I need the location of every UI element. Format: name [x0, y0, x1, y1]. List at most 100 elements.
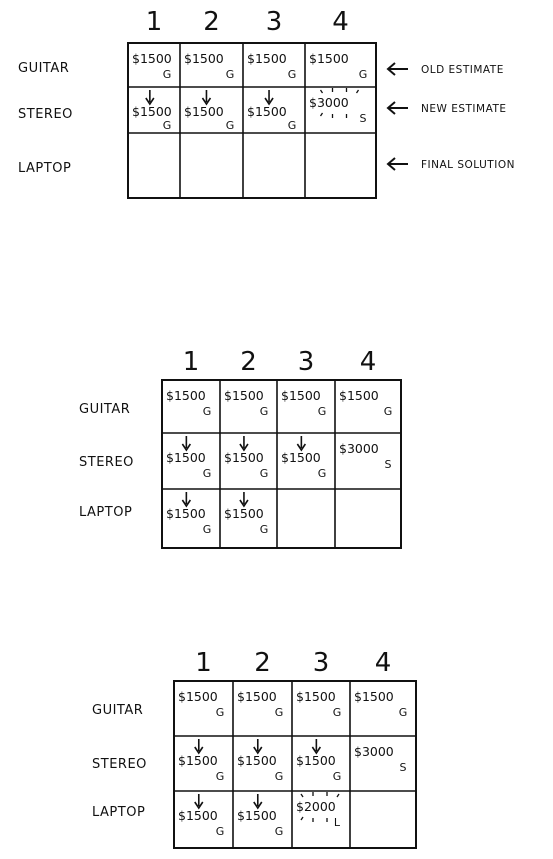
down-arrow-head-icon	[181, 499, 192, 508]
cell-value: $3000	[354, 744, 394, 759]
annotation-label: NEW ESTIMATE	[421, 103, 507, 115]
down-arrow-head-icon	[201, 97, 212, 106]
cell-item-tag: G	[288, 68, 297, 81]
cell-item-tag: G	[260, 523, 269, 536]
cell-item-tag: G	[318, 467, 327, 480]
cell-item-tag: G	[359, 68, 368, 81]
column-header-1: 1	[195, 648, 212, 678]
cell-item-tag: G	[275, 706, 284, 719]
cell-item-tag: G	[275, 770, 284, 783]
column-header-3: 3	[298, 347, 315, 377]
cell-value: $1500	[178, 753, 218, 768]
column-header-1: 1	[146, 7, 163, 37]
cell-value: $1500	[166, 450, 206, 465]
cell-item-tag: S	[360, 112, 367, 125]
down-arrow-head-icon	[181, 443, 192, 452]
row-label-laptop: LAPTOP	[18, 161, 71, 176]
column-header-1: 1	[183, 347, 200, 377]
down-arrow-head-icon	[264, 97, 274, 106]
grid-frame	[161, 379, 402, 549]
cell-item-tag: G	[163, 119, 172, 132]
cell-value: $3000	[339, 441, 379, 456]
down-arrow-head-icon	[296, 443, 307, 452]
cell-item-tag: G	[275, 825, 284, 838]
cell-item-tag: G	[216, 825, 225, 838]
cell-value: $1500	[166, 506, 206, 521]
column-header-2: 2	[254, 648, 271, 678]
cell-item-tag: G	[318, 405, 327, 418]
cell-item-tag: G	[260, 467, 269, 480]
row-label-guitar: GUITAR	[79, 402, 130, 417]
column-header-3: 3	[266, 7, 283, 37]
cell-value: $1500	[309, 51, 349, 66]
column-header-3: 3	[313, 648, 330, 678]
row-label-guitar: GUITAR	[92, 703, 143, 718]
cell-item-tag: G	[333, 706, 342, 719]
highlight-tick-icon	[319, 112, 324, 117]
cell-value: $1500	[132, 104, 172, 119]
highlight-tick-icon	[300, 816, 304, 821]
cell-item-tag: S	[385, 458, 392, 471]
cell-item-tag: G	[226, 119, 235, 132]
down-arrow-head-icon	[239, 499, 249, 508]
column-header-4: 4	[332, 7, 349, 37]
cell-value: $1500	[166, 388, 206, 403]
column-header-2: 2	[203, 7, 220, 37]
row-label-stereo: STEREO	[79, 455, 134, 470]
cell-item-tag: G	[399, 706, 408, 719]
row-label-stereo: STEREO	[18, 107, 73, 122]
cell-value: $1500	[224, 450, 264, 465]
column-header-4: 4	[375, 648, 392, 678]
cell-item-tag: G	[384, 405, 393, 418]
down-arrow-head-icon	[145, 97, 155, 106]
cell-value: $1500	[281, 388, 321, 403]
cell-value: $1500	[224, 506, 264, 521]
down-arrow-head-icon	[253, 746, 263, 755]
cell-value: $1500	[237, 753, 277, 768]
cell-value: $1500	[132, 51, 172, 66]
cell-value: $3000	[309, 95, 349, 110]
cell-value: $1500	[296, 753, 336, 768]
cell-value: $1500	[339, 388, 379, 403]
cell-value: $1500	[354, 689, 394, 704]
annotation-label: FINAL SOLUTION	[421, 159, 515, 171]
cell-value: $1500	[281, 450, 321, 465]
highlight-tick-icon	[355, 89, 360, 94]
grid-frame	[127, 42, 377, 199]
highlight-tick-icon	[300, 793, 304, 798]
cell-item-tag: G	[288, 119, 297, 132]
left-arrow-head-icon	[386, 101, 396, 115]
down-arrow-head-icon	[311, 746, 322, 755]
cell-item-tag: G	[333, 770, 342, 783]
cell-value: $1500	[237, 689, 277, 704]
left-arrow-head-icon	[386, 157, 396, 171]
